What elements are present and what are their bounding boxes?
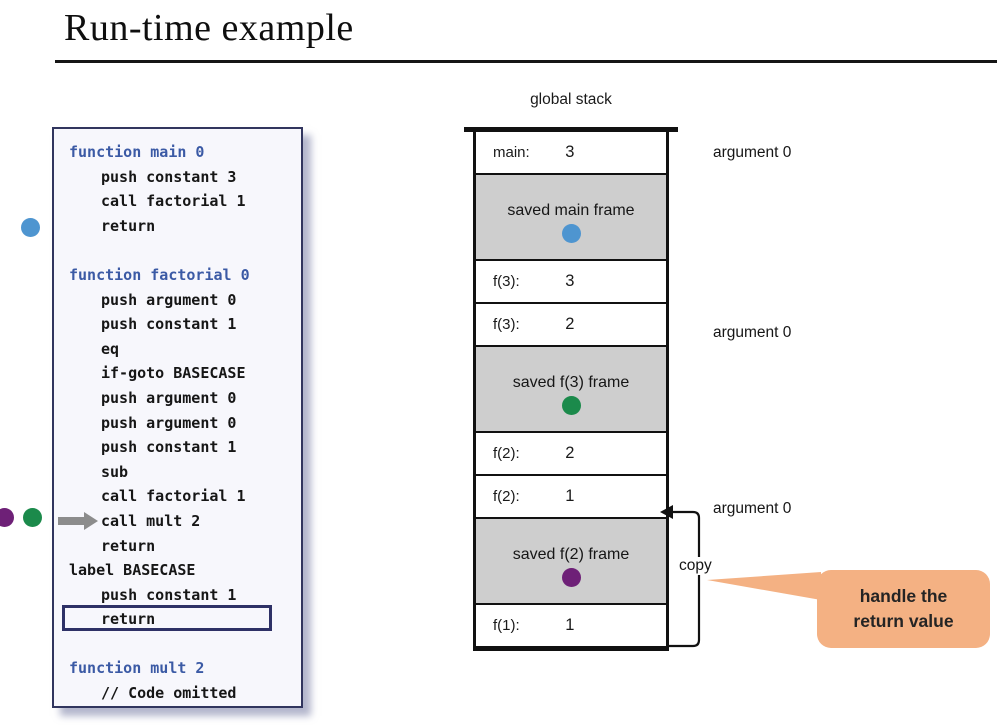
stack-value-cell: f(1): 1: [476, 604, 666, 648]
code-blank-line: [54, 632, 301, 657]
code-blank-line: [54, 238, 301, 263]
current-instruction-arrow-icon: [58, 511, 98, 530]
code-text: function mult 2: [69, 659, 205, 678]
stack-value-cell: f(2): 2: [476, 432, 666, 476]
code-text: return: [101, 610, 156, 629]
cell-label: f(2):: [493, 444, 520, 462]
code-text: push constant 1: [101, 438, 237, 457]
code-text: return: [101, 216, 156, 235]
code-line: push constant 1: [54, 435, 301, 460]
code-line: push constant 1: [54, 312, 301, 337]
code-text: call factorial 1: [101, 192, 246, 211]
code-line: function mult 2: [54, 656, 301, 681]
vm-code-panel: function main 0 push constant 3 call facto…: [52, 127, 303, 708]
frame-label: saved f(3) frame: [512, 374, 630, 391]
cell-value: 1: [565, 615, 575, 634]
code-line: push argument 0: [54, 411, 301, 436]
code-line: push argument 0: [54, 288, 301, 313]
code-line: function factorial 0: [54, 263, 301, 288]
argument-0-label: argument 0: [713, 144, 792, 161]
stack-value-cell: f(3): 2: [476, 303, 666, 347]
return-value-callout: handle the return value: [817, 570, 990, 648]
stack-cells-container: main: 3 saved main frame f(3): 3 f(3): 2 saved …: [476, 131, 666, 648]
cell-value: 2: [565, 314, 575, 333]
blue-marker-dot: [561, 224, 581, 243]
code-text: sub: [101, 462, 129, 481]
code-line: return: [54, 214, 301, 239]
code-text: return: [101, 536, 156, 555]
stack-value-cell: main: 3: [476, 131, 666, 175]
cell-value: 3: [565, 271, 575, 290]
code-line: eq: [54, 337, 301, 362]
code-line: sub: [54, 460, 301, 485]
cell-label: f(2):: [493, 487, 520, 505]
frame-label: saved f(2) frame: [512, 546, 630, 563]
code-text: call mult 2: [101, 511, 201, 530]
stack-value-cell: f(3): 3: [476, 260, 666, 304]
argument-0-label: argument 0: [713, 324, 792, 341]
title-underline: [55, 60, 997, 63]
callout-line-2: return value: [853, 611, 954, 631]
code-text: push argument 0: [101, 413, 237, 432]
code-text: push argument 0: [101, 290, 237, 309]
callout-pointer: [707, 572, 821, 600]
purple-marker-dot: [561, 568, 581, 587]
code-text: call factorial 1: [101, 487, 246, 506]
code-line: call mult 2: [54, 509, 301, 534]
code-line: return: [54, 605, 301, 632]
green-marker-dot: [22, 508, 42, 527]
cell-value: 2: [565, 443, 575, 462]
code-text: // Code omitted: [101, 684, 237, 703]
code-line: label BASECASE: [54, 558, 301, 583]
code-line: push constant 1: [54, 583, 301, 608]
green-marker-dot: [561, 396, 581, 415]
cell-label: f(1):: [493, 616, 520, 634]
blue-marker-dot: [20, 217, 40, 237]
argument-0-label: argument 0: [713, 500, 792, 517]
code-text: function main 0: [69, 143, 205, 161]
code-text: push constant 1: [101, 585, 237, 604]
code-text: push constant 1: [101, 315, 237, 334]
purple-marker-dot: [0, 508, 14, 527]
code-text: function factorial 0: [69, 265, 250, 284]
cell-label: f(3):: [493, 315, 520, 333]
code-text: push argument 0: [101, 388, 237, 407]
code-line: function main 0: [54, 140, 301, 165]
global-stack: main: 3 saved main frame f(3): 3 f(3): 2 saved …: [473, 131, 669, 651]
code-line: call factorial 1: [54, 484, 301, 509]
page-title: Run-time example: [64, 7, 354, 49]
stack-caption: global stack: [530, 91, 612, 108]
code-text: label BASECASE: [69, 561, 196, 580]
cell-value: 1: [565, 486, 575, 505]
saved-frame-cell: saved f(3) frame: [476, 346, 666, 433]
return-highlight-box: [62, 605, 272, 632]
copy-label: copy: [676, 557, 715, 575]
code-text: eq: [101, 339, 120, 358]
callout-line-1: handle the: [859, 586, 948, 606]
code-line: push constant 3: [54, 165, 301, 190]
code-lines-container: function main 0 push constant 3 call facto…: [54, 140, 301, 706]
frame-label: saved main frame: [507, 202, 635, 219]
cell-label: f(3):: [493, 272, 520, 290]
stack-value-cell: f(2): 1: [476, 475, 666, 519]
cell-label: main:: [493, 143, 530, 161]
code-text: if-goto BASECASE: [101, 364, 246, 383]
code-line: if-goto BASECASE: [54, 361, 301, 386]
saved-frame-cell: saved main frame: [476, 174, 666, 261]
stack-top-edge: [464, 127, 678, 132]
code-line: return: [54, 534, 301, 559]
code-line: // Code omitted: [54, 681, 301, 706]
code-line: call factorial 1: [54, 189, 301, 214]
copy-bracket-arrow: [660, 505, 701, 648]
saved-frame-cell: saved f(2) frame: [476, 518, 666, 605]
cell-value: 3: [565, 142, 575, 161]
code-line: push argument 0: [54, 386, 301, 411]
code-text: push constant 3: [101, 167, 237, 186]
